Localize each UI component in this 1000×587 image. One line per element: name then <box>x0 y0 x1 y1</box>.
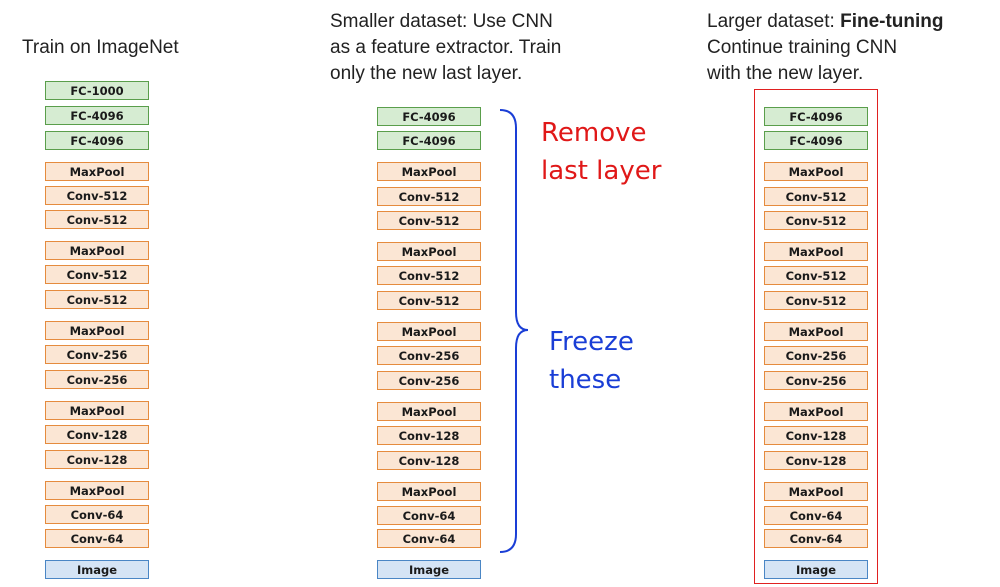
left-layer-fc-1000: FC-1000 <box>45 81 149 100</box>
middle-layer-conv-512: Conv-512 <box>377 291 481 310</box>
middle-layer-conv-256: Conv-256 <box>377 371 481 390</box>
left-layer-conv-64: Conv-64 <box>45 529 149 548</box>
middle-layer-maxpool: MaxPool <box>377 162 481 181</box>
middle-heading-line-1: Smaller dataset: Use CNN <box>330 11 553 32</box>
freeze-label-line-1: Freeze <box>549 327 634 357</box>
middle-layer-conv-512: Conv-512 <box>377 187 481 206</box>
remove-label-line-2: last layer <box>541 156 662 186</box>
left-layer-fc-4096: FC-4096 <box>45 131 149 150</box>
left-layer-fc-4096: FC-4096 <box>45 106 149 125</box>
right-layer-fc-4096: FC-4096 <box>764 107 868 126</box>
left-layer-maxpool: MaxPool <box>45 401 149 420</box>
middle-layer-conv-512: Conv-512 <box>377 211 481 230</box>
middle-layer-fc-4096: FC-4096 <box>377 107 481 126</box>
left-layer-conv-512: Conv-512 <box>45 290 149 309</box>
middle-layer-conv-64: Conv-64 <box>377 506 481 525</box>
right-layer-conv-128: Conv-128 <box>764 426 868 445</box>
remove-label-line-1: Remove <box>541 118 647 148</box>
left-layer-conv-64: Conv-64 <box>45 505 149 524</box>
right-layer-maxpool: MaxPool <box>764 402 868 421</box>
right-layer-maxpool: MaxPool <box>764 162 868 181</box>
right-layer-conv-256: Conv-256 <box>764 371 868 390</box>
left-layer-conv-128: Conv-128 <box>45 425 149 444</box>
brace-path <box>499 109 529 553</box>
middle-layer-conv-512: Conv-512 <box>377 266 481 285</box>
right-layer-image: Image <box>764 560 868 579</box>
middle-layer-conv-256: Conv-256 <box>377 346 481 365</box>
right-heading-line-3: with the new layer. <box>707 63 864 84</box>
right-layer-conv-512: Conv-512 <box>764 291 868 310</box>
left-heading: Train on ImageNet <box>22 37 179 58</box>
right-layer-maxpool: MaxPool <box>764 482 868 501</box>
right-heading-bold: Fine-tuning <box>840 11 944 32</box>
middle-layer-image: Image <box>377 560 481 579</box>
left-layer-maxpool: MaxPool <box>45 162 149 181</box>
left-layer-conv-256: Conv-256 <box>45 370 149 389</box>
right-layer-maxpool: MaxPool <box>764 242 868 261</box>
right-layer-fc-4096: FC-4096 <box>764 131 868 150</box>
middle-layer-maxpool: MaxPool <box>377 482 481 501</box>
right-layer-conv-512: Conv-512 <box>764 187 868 206</box>
middle-layer-maxpool: MaxPool <box>377 402 481 421</box>
left-layer-image: Image <box>45 560 149 579</box>
right-layer-conv-64: Conv-64 <box>764 529 868 548</box>
right-heading-line-2: Continue training CNN <box>707 37 898 58</box>
left-layer-conv-512: Conv-512 <box>45 265 149 284</box>
middle-layer-maxpool: MaxPool <box>377 322 481 341</box>
left-layer-conv-512: Conv-512 <box>45 186 149 205</box>
right-layer-conv-256: Conv-256 <box>764 346 868 365</box>
right-layer-conv-512: Conv-512 <box>764 211 868 230</box>
middle-heading-line-3: only the new last layer. <box>330 63 523 84</box>
middle-layer-conv-128: Conv-128 <box>377 426 481 445</box>
right-layer-conv-64: Conv-64 <box>764 506 868 525</box>
left-layer-conv-256: Conv-256 <box>45 345 149 364</box>
left-layer-conv-512: Conv-512 <box>45 210 149 229</box>
right-layer-conv-512: Conv-512 <box>764 266 868 285</box>
middle-heading-line-2: as a feature extractor. Train <box>330 37 562 58</box>
freeze-label-line-2: these <box>549 365 622 395</box>
left-layer-maxpool: MaxPool <box>45 481 149 500</box>
left-layer-maxpool: MaxPool <box>45 241 149 260</box>
middle-layer-conv-128: Conv-128 <box>377 451 481 470</box>
right-layer-conv-128: Conv-128 <box>764 451 868 470</box>
left-layer-maxpool: MaxPool <box>45 321 149 340</box>
left-layer-conv-128: Conv-128 <box>45 450 149 469</box>
middle-layer-fc-4096: FC-4096 <box>377 131 481 150</box>
middle-layer-maxpool: MaxPool <box>377 242 481 261</box>
right-layer-maxpool: MaxPool <box>764 322 868 341</box>
middle-layer-conv-64: Conv-64 <box>377 529 481 548</box>
right-heading-prefix: Larger dataset: <box>707 11 841 32</box>
right-heading-line-1: Larger dataset: Fine-tuning <box>707 10 944 33</box>
fine-tuning-frame <box>754 89 878 584</box>
